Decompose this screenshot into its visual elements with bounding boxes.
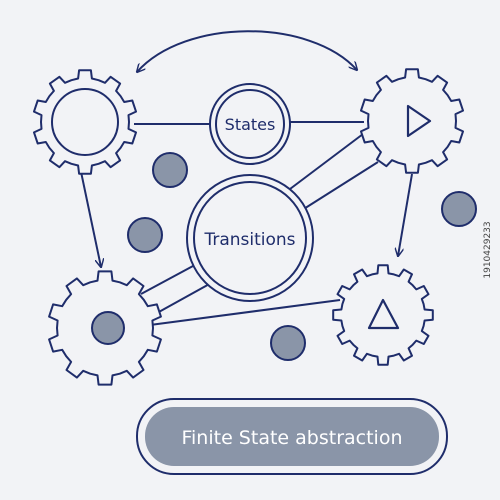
curved-double-arrow: [137, 30, 357, 72]
banner-outline: [136, 398, 448, 475]
states-node: [209, 83, 291, 165]
decorative-dots: [127, 152, 477, 361]
connector-bottomleft-bottomright: [149, 299, 341, 326]
empty-circle-gear-icon: [33, 69, 137, 175]
triangle-gear-icon: [332, 264, 434, 366]
gears-group: [33, 68, 464, 386]
arrow-topleft-to-bottomleft: [79, 166, 101, 267]
decorative-dot: [152, 152, 188, 188]
play-gear-icon: [360, 68, 464, 174]
play-icon: [406, 104, 432, 138]
triangle-icon: [367, 298, 400, 330]
band-line-4: [298, 161, 379, 213]
arrow-topright-to-bottomright: [398, 173, 413, 256]
decorative-dot: [441, 191, 477, 227]
band-line-3: [285, 130, 368, 193]
transitions-node: [186, 174, 314, 302]
empty-circle-icon: [51, 88, 119, 156]
transitions-label: Transitions: [203, 230, 295, 250]
filled-dot-icon: [91, 311, 125, 345]
side-id-text: 1910429233: [483, 221, 493, 279]
decorative-dot: [127, 217, 163, 253]
banner-label: Finite State abstraction: [181, 427, 402, 449]
connectors: [79, 121, 413, 326]
states-node-inner: [215, 89, 285, 159]
decorative-dot: [270, 325, 306, 361]
states-label: States: [225, 115, 276, 134]
banner-pill: [145, 407, 439, 466]
transitions-node-inner: [193, 181, 307, 295]
